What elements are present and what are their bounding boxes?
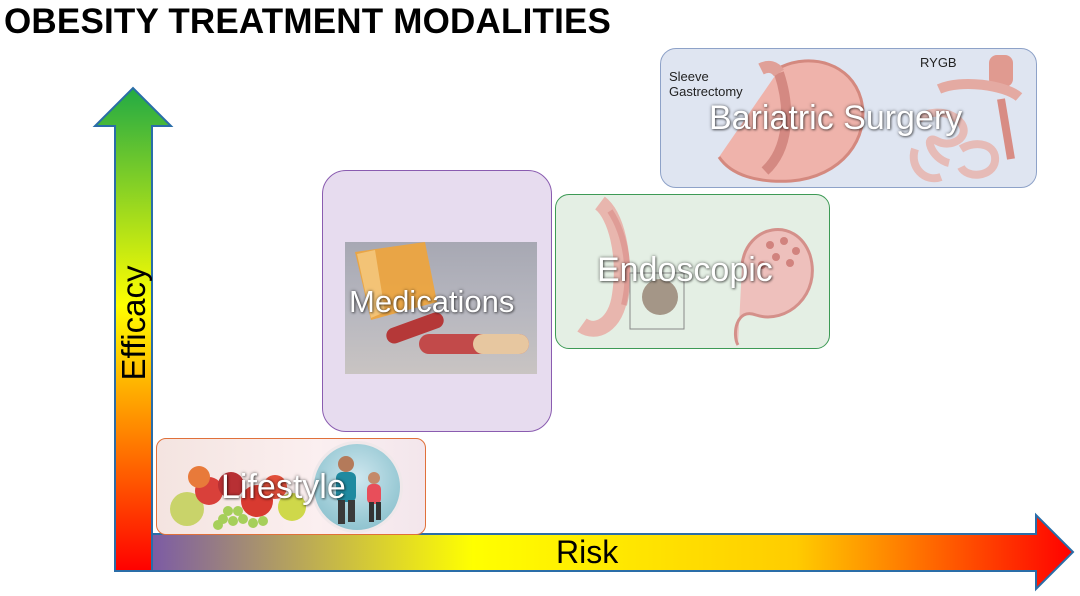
page-title: OBESITY TREATMENT MODALITIES — [4, 2, 612, 41]
x-axis-arrow — [149, 512, 1075, 592]
medications-label: Medications — [349, 284, 515, 319]
endoscopic-label: Endoscopic — [597, 251, 773, 289]
lifestyle-label: Lifestyle — [221, 468, 346, 506]
sleeve-gastrectomy-caption: Sleeve Gastrectomy — [669, 69, 743, 99]
fruit-picture — [170, 466, 306, 530]
runners-picture — [311, 441, 403, 533]
gastrectomy-label: Gastrectomy — [669, 84, 743, 99]
endoscopic-box: Endoscopic — [555, 194, 830, 349]
rygb-label: RYGB — [920, 55, 957, 70]
endoscopy-stomach-picture — [577, 196, 814, 346]
medications-box: Medications — [322, 170, 552, 432]
pill-bottle-picture — [345, 242, 537, 374]
y-axis-label: Efficacy — [115, 265, 152, 381]
x-axis-label: Risk — [556, 534, 619, 570]
stomach-surgery-picture — [717, 55, 1023, 183]
bariatric-surgery-box: Sleeve Gastrectomy RYGB Bariatric Surger… — [660, 48, 1037, 188]
lifestyle-box: Lifestyle — [156, 438, 426, 535]
sleeve-label: Sleeve — [669, 69, 709, 84]
y-axis-arrow — [92, 86, 174, 572]
bariatric-surgery-label: Bariatric Surgery — [709, 99, 963, 137]
